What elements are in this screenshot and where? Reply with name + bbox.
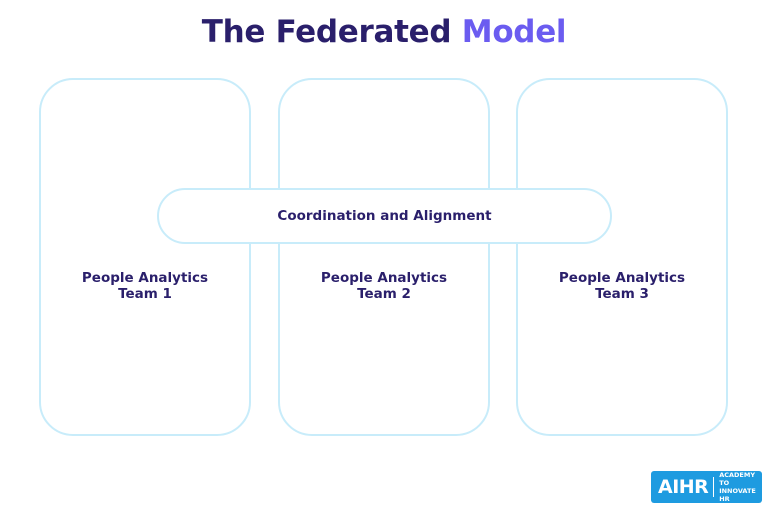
team-1-label: People Analytics Team 1 [41,270,249,302]
page-title: The Federated Model [0,14,768,50]
title-main: The Federated [201,14,462,50]
logo-wordmark: AIHR [658,476,709,498]
team-2-card: People Analytics Team 2 [278,78,490,436]
team-1-label-line1: People Analytics [81,270,209,286]
team-3-label-line2: Team 3 [595,286,649,302]
team-2-label-line1: People Analytics [320,270,448,286]
team-2-label: People Analytics Team 2 [280,270,488,302]
logo-tagline-line2: INNOVATE HR [719,487,756,503]
team-2-label-line2: Team 2 [357,286,411,302]
coordination-label: Coordination and Alignment [277,208,492,224]
team-3-label: People Analytics Team 3 [518,270,726,302]
aihr-logo: AIHR ACADEMY TO INNOVATE HR [651,471,762,503]
team-3-label-line1: People Analytics [558,270,686,286]
logo-tagline: ACADEMY TO INNOVATE HR [719,471,762,503]
title-accent: Model [461,14,567,50]
team-1-label-line2: Team 1 [118,286,172,302]
logo-divider [713,477,715,497]
coordination-pill: Coordination and Alignment [157,188,612,244]
logo-tagline-line1: ACADEMY TO [719,471,756,487]
team-3-card: People Analytics Team 3 [516,78,728,436]
team-1-card: People Analytics Team 1 [39,78,251,436]
